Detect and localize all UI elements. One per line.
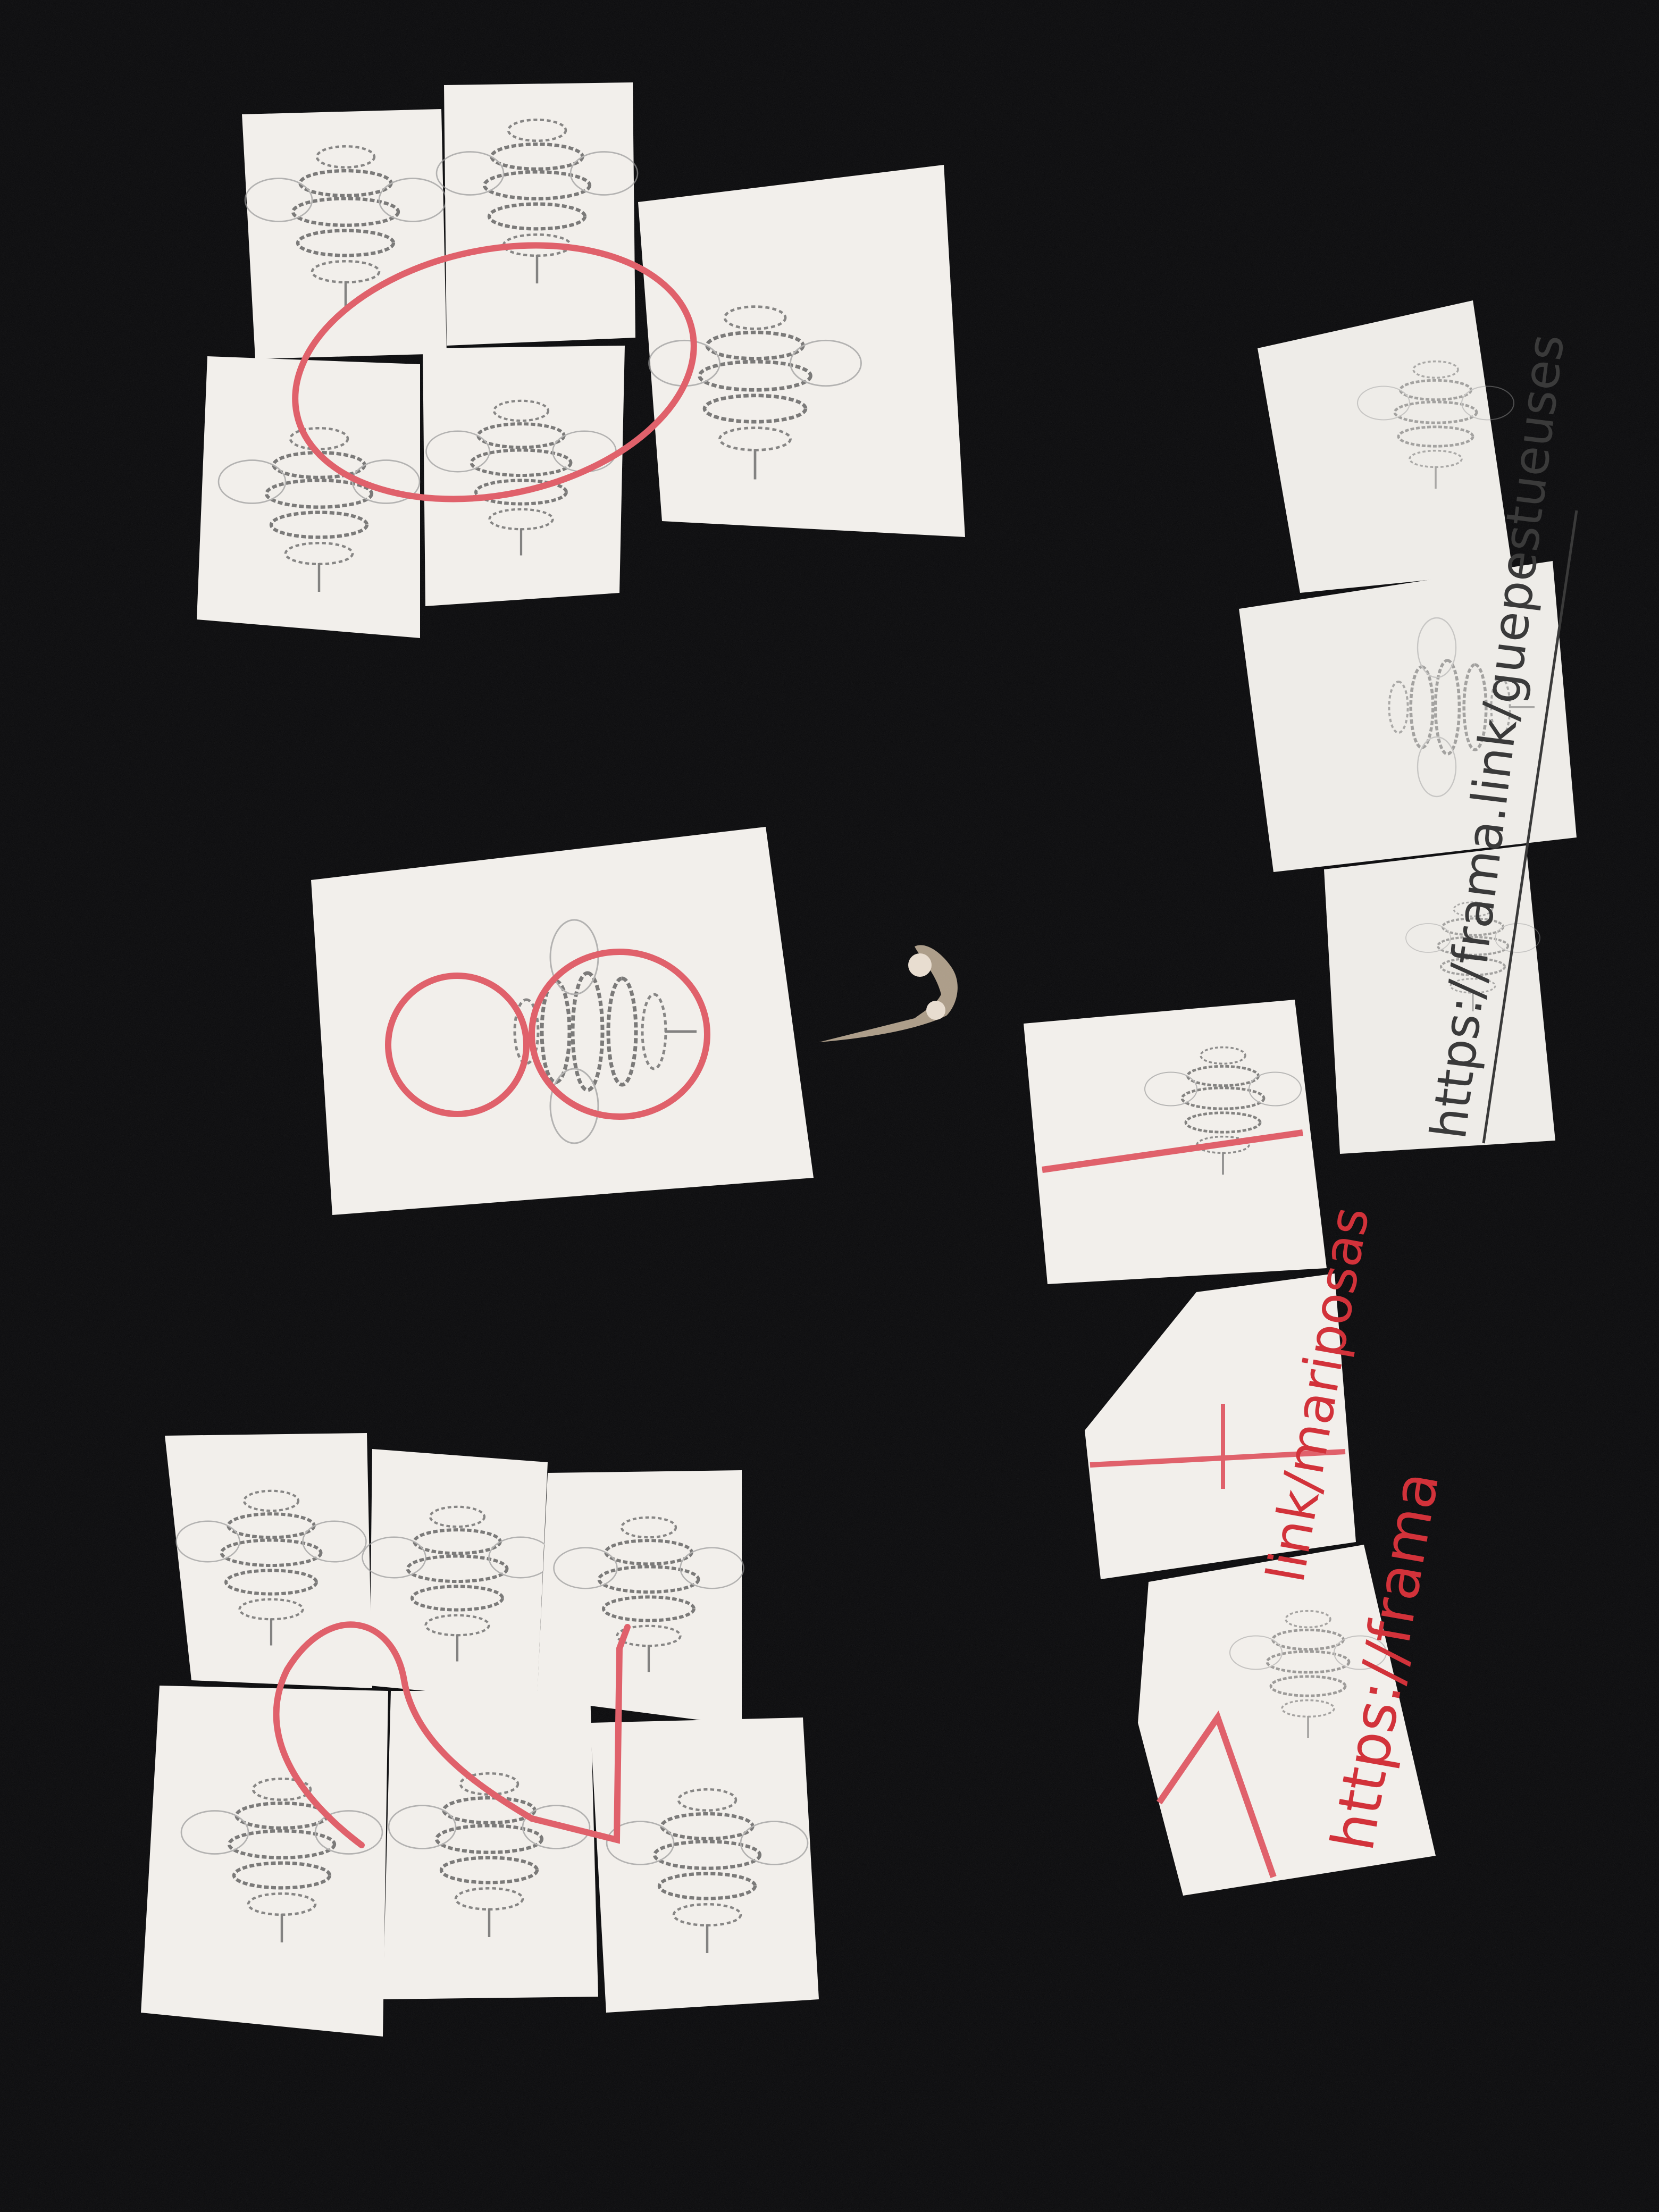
puzzle-piece [242,109,447,359]
guepes-link-underline [1482,510,1578,1144]
puzzle-piece [1138,1545,1436,1896]
top-left-puzzle [197,82,965,638]
puzzle-piece [165,1433,372,1688]
puzzle-piece [1024,1000,1327,1284]
puzzle-piece [1085,1273,1356,1579]
puzzle-piece [638,165,965,537]
red-path-marker [273,1621,631,1848]
puzzle-piece [1258,300,1513,593]
puzzle-piece [590,1717,819,2013]
middle-left-puzzle [311,827,814,1215]
puzzle-piece [141,1686,388,2037]
red-ellipse-marker [292,242,697,502]
red-circle-marker [385,973,530,1117]
puzzle-piece [311,827,814,1215]
puzzle-piece [197,356,420,638]
puzzle-piece [444,82,635,346]
puzzle-piece [370,1449,548,1702]
puzzle-piece [1324,845,1555,1154]
red-line-marker [1090,1449,1346,1468]
small-figurine [819,945,958,1042]
red-line-marker [1042,1129,1303,1173]
red-line-marker [1157,1710,1277,1878]
puzzle-piece [383,1691,598,1999]
red-circle-marker [529,949,710,1120]
bottom-left-puzzle [141,1433,819,2037]
